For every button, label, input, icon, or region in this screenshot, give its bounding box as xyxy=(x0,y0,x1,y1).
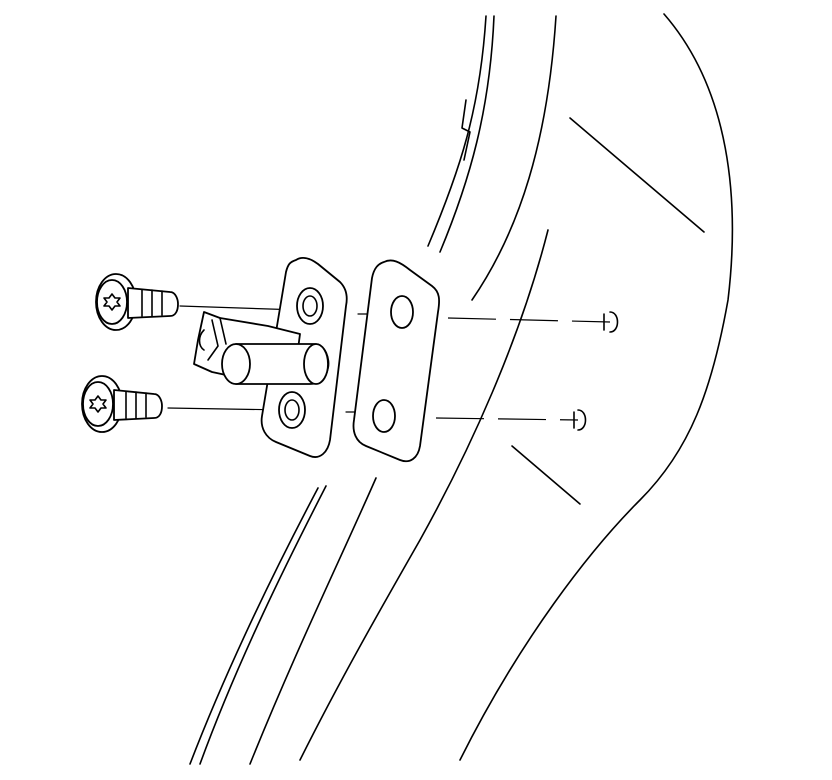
torx-head-icon xyxy=(89,395,107,413)
striker xyxy=(193,257,348,458)
door-pillar-outline xyxy=(189,13,734,765)
shim-plate xyxy=(352,259,440,463)
bolt-lower xyxy=(81,375,163,433)
body-hole-lower xyxy=(573,409,587,431)
bolt-upper xyxy=(95,273,179,331)
body-hole-upper xyxy=(603,311,619,333)
torx-head-icon xyxy=(103,293,121,311)
